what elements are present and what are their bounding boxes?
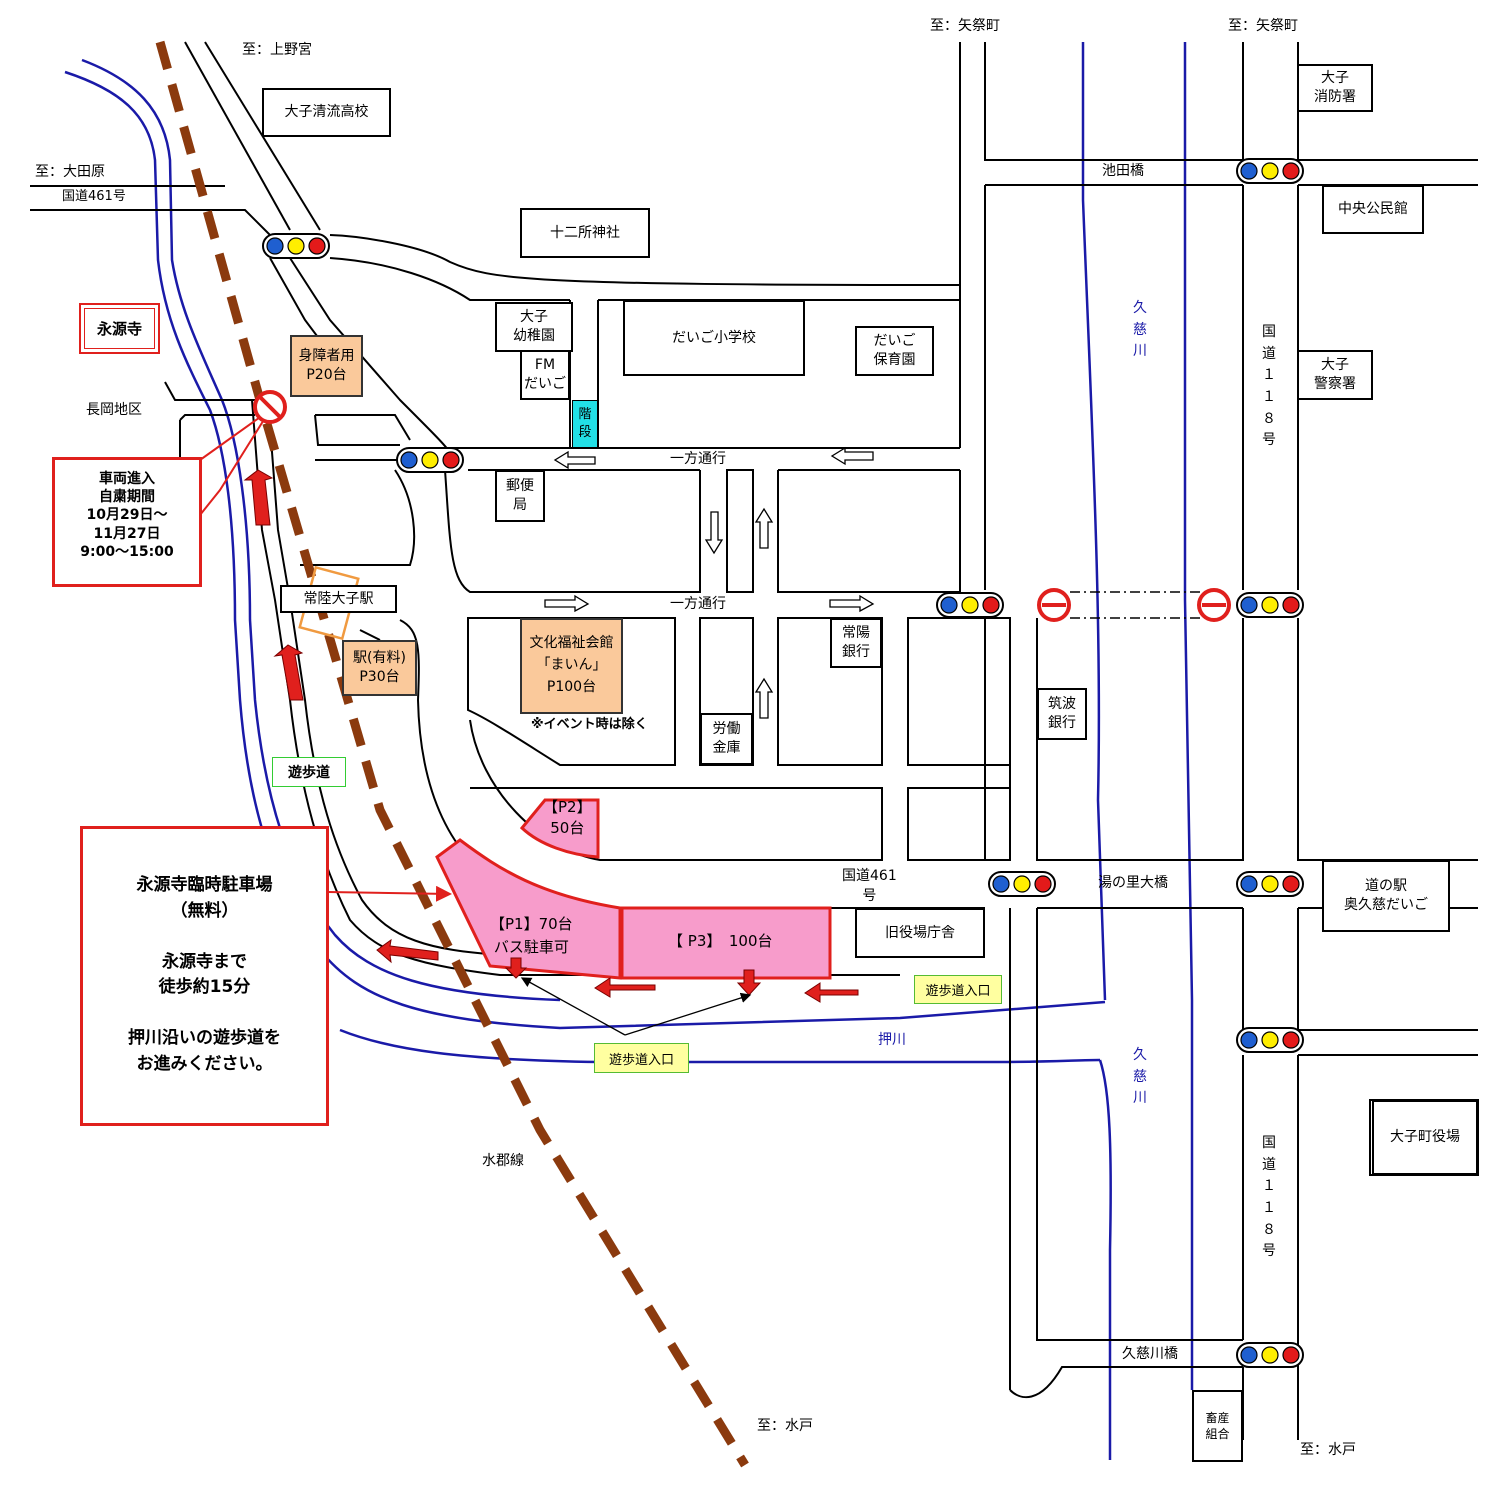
daigo-kindergarten: 大子 幼稚園 xyxy=(495,302,573,352)
parking-p2-label: 【P2】 50台 xyxy=(543,798,592,837)
signal-center xyxy=(396,447,464,473)
suigun-railway-line xyxy=(155,40,749,1468)
yunosato-bridge-label: 湯の里大橋 xyxy=(1098,875,1168,891)
parking-station-paid: 駅(有料) P30台 xyxy=(342,640,417,696)
temporary-parking-notice: 永源寺臨時駐車場 （無料） 永源寺まで 徒歩約15分 押川沿いの遊歩道を お進み… xyxy=(80,826,329,1126)
one-way-arrows xyxy=(544,446,875,719)
daigo-nursery: だいご 保育園 xyxy=(855,326,934,376)
route461-center-label: 国道461 号 xyxy=(842,868,897,905)
signal-route118-mid xyxy=(1236,1027,1304,1053)
signal-yunosato-east xyxy=(1236,871,1304,897)
walking-route-arrows xyxy=(243,469,859,1003)
signal-west xyxy=(262,233,330,259)
parking-p3-area xyxy=(620,906,832,980)
nagaoka-district-label: 長岡地区 xyxy=(86,402,142,418)
oneway-south-label: 一方通行 xyxy=(670,596,726,612)
no-entry-sign-east xyxy=(1197,588,1231,622)
stairs: 階 段 xyxy=(572,400,598,448)
signal-kujigawa xyxy=(1236,1342,1304,1368)
signal-ikeda xyxy=(1236,158,1304,184)
suigun-line-label: 水郡線 xyxy=(482,1153,524,1169)
roads xyxy=(30,41,1479,1440)
parking-p1-label: 【P1】70台 バス駐車可 xyxy=(490,915,573,957)
signal-oneway-east xyxy=(936,592,1004,618)
parking-disabled: 身障者用 P20台 xyxy=(290,335,363,397)
closed-road-line xyxy=(1070,591,1200,619)
eigenji-temple-label: 永源寺 xyxy=(84,308,155,349)
joyo-bank: 常陽 銀行 xyxy=(830,618,882,668)
dest-ota: 至：大田原 xyxy=(35,164,105,180)
kujigawa-bridge-label: 久慈川橋 xyxy=(1122,1346,1178,1362)
oneway-north-label: 一方通行 xyxy=(670,451,726,467)
no-entry-sign-nagaoka xyxy=(253,390,287,424)
temp-parking-pointer xyxy=(327,885,452,902)
daigo-elementary-school: だいご小学校 xyxy=(623,300,805,376)
promenade-entrance-right: 遊歩道入口 xyxy=(914,975,1002,1004)
no-entry-sign-west xyxy=(1037,588,1071,622)
parking-p3-label: 【 P3】 100台 xyxy=(668,932,773,950)
junisho-shrine: 十二所神社 xyxy=(520,208,650,258)
michinoeki-okukuji-daigo: 道の駅 奥久慈だいご xyxy=(1322,860,1450,932)
ikeda-bridge-label: 池田橋 xyxy=(1102,163,1144,179)
oshikawa-river-label: 押川 xyxy=(878,1032,906,1048)
police-station: 大子 警察署 xyxy=(1297,350,1373,400)
kuji-river-north-label: 久 慈 川 xyxy=(1133,300,1147,360)
promenade-entrance-bottom: 遊歩道入口 xyxy=(594,1043,689,1073)
eigenji-temple: 永源寺 xyxy=(79,303,160,354)
dest-yamatsuri-right: 至：矢祭町 xyxy=(1228,18,1298,34)
vehicle-restriction-notice: 車両進入 自粛期間 10月29日～ 11月27日 9:00～15:00 xyxy=(52,457,202,587)
kuji-river-west-bank xyxy=(1081,42,1112,1460)
daigo-town-office: 大子町役場 xyxy=(1372,1100,1478,1175)
fire-station: 大子 消防署 xyxy=(1297,64,1373,112)
fm-daigo: FM だいご xyxy=(520,350,570,400)
dest-yamatsuri-left: 至：矢祭町 xyxy=(930,18,1000,34)
hitachi-daigo-station: 常陸大子駅 xyxy=(280,585,397,613)
traffic-signals xyxy=(262,158,1304,1368)
bunka-event-note: ※イベント時は除く xyxy=(531,717,648,732)
seiryu-high-school: 大子清流高校 xyxy=(262,88,391,137)
dest-mito-road: 至：水戸 xyxy=(1300,1442,1356,1458)
livestock-union: 畜産 組合 xyxy=(1192,1390,1243,1462)
dest-ueno: 至：上野宮 xyxy=(242,42,312,58)
rokin-bank: 労働 金庫 xyxy=(700,713,753,765)
kuji-river-east-bank xyxy=(1183,42,1194,1390)
old-town-office: 旧役場庁舎 xyxy=(855,908,985,958)
central-community-hall: 中央公民館 xyxy=(1322,185,1424,234)
kuji-river-south-label: 久 慈 川 xyxy=(1133,1047,1147,1107)
route118-north-label: 国 道 １ １ ８ 号 xyxy=(1262,324,1276,449)
entrance-pointer-lines xyxy=(520,977,752,1036)
signal-route118-north xyxy=(1236,592,1304,618)
parking-p2-area xyxy=(519,798,600,859)
route118-south-label: 国 道 １ １ ８ 号 xyxy=(1262,1135,1276,1260)
tsukuba-bank: 筑波 銀行 xyxy=(1037,688,1087,740)
dest-mito-rail: 至：水戸 xyxy=(757,1418,813,1434)
post-office: 郵便 局 xyxy=(495,470,545,522)
route461-west-label: 国道461号 xyxy=(62,189,126,204)
parking-bunka-center: 文化福祉会館 「まいん」 P100台 xyxy=(520,618,623,714)
parking-p1-area xyxy=(435,838,622,980)
promenade-label: 遊歩道 xyxy=(272,757,346,787)
signal-yunosato-west xyxy=(988,871,1056,897)
oshikawa-river xyxy=(64,58,1106,1064)
